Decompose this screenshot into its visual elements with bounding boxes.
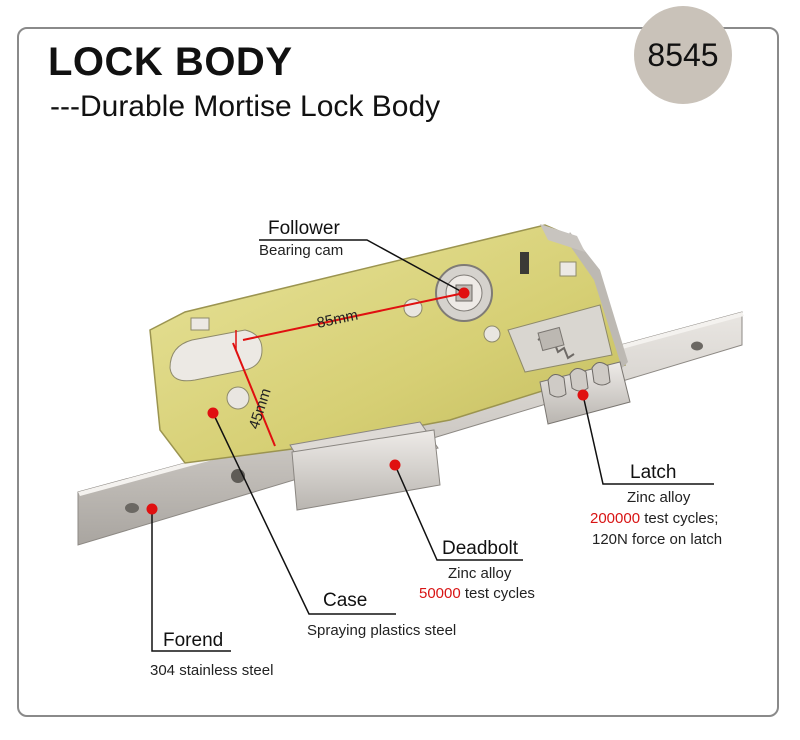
cylinder-slot (169, 329, 263, 382)
deadbolt-shape (289, 421, 441, 511)
case-hole (226, 386, 250, 410)
model-number-badge: 8545 (634, 6, 732, 104)
leader-lines (151, 239, 714, 652)
page-title: LOCK BODY (48, 40, 293, 84)
follower-leader (259, 239, 465, 294)
case-slot (520, 252, 529, 274)
case-marker (207, 407, 219, 419)
case-slot (559, 261, 577, 277)
follower-marker (458, 287, 470, 299)
deadbolt-cycles: 50000 test cycles (419, 585, 535, 602)
forend-screw-hole (125, 503, 139, 513)
forend-leader (151, 509, 231, 652)
latch-cycles: 200000 test cycles; (590, 510, 718, 527)
case-body (149, 224, 628, 483)
forend-screw-hole (691, 341, 703, 351)
case-desc: Spraying plastics steel (307, 622, 457, 639)
latch-marker (577, 389, 589, 401)
case-leader (212, 412, 396, 615)
deadbolt-material: Zinc alloy (448, 565, 512, 582)
latch-material: Zinc alloy (627, 489, 691, 506)
deadbolt-label: Deadbolt (442, 538, 519, 559)
latch-leader (582, 394, 714, 485)
deadbolt-leader (394, 464, 523, 561)
page-subtitle: ---Durable Mortise Lock Body (50, 90, 441, 123)
latch-force: 120N force on latch (592, 531, 723, 548)
content-frame (17, 27, 779, 717)
latch-cycles-text: test cycles; (644, 510, 719, 527)
forend-marker (146, 503, 158, 515)
deadbolt-cycles-text: test cycles (464, 585, 535, 602)
case-label: Case (323, 590, 368, 611)
follower-label: Follower (268, 218, 340, 239)
follower-desc: Bearing cam (259, 242, 344, 259)
forend-label: Forend (163, 630, 224, 651)
case-slot (190, 317, 210, 331)
deadbolt-marker (389, 459, 401, 471)
deadbolt-cycles-value: 50000 (419, 585, 461, 602)
latch-cycles-value: 200000 (590, 510, 641, 527)
latch-label: Latch (630, 462, 677, 483)
case-hole (483, 325, 501, 343)
marker-dots (146, 287, 589, 515)
forend-desc: 304 stainless steel (150, 662, 274, 679)
